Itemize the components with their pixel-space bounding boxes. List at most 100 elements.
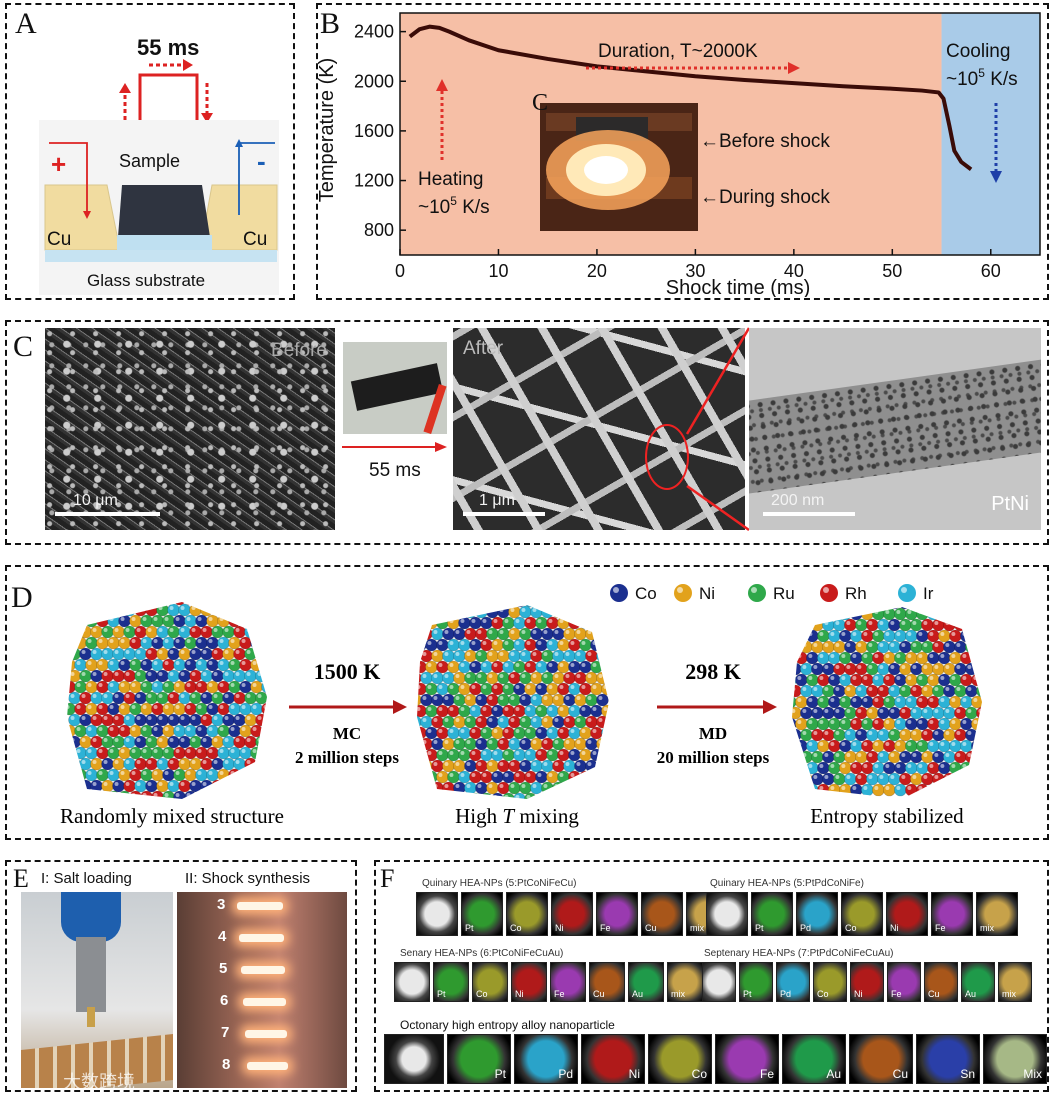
atom-highlight	[76, 639, 81, 643]
atom-highlight	[219, 749, 224, 753]
atom-highlight	[934, 621, 939, 625]
atom-highlight	[879, 753, 884, 757]
atom	[513, 748, 526, 762]
atom	[541, 715, 554, 729]
atom	[417, 704, 427, 718]
atom-highlight	[797, 764, 802, 768]
atom	[932, 618, 945, 632]
atom-highlight	[951, 720, 956, 724]
atom-highlight	[191, 650, 196, 654]
atom	[453, 781, 466, 795]
atom-highlight	[477, 630, 482, 634]
atom-highlight	[907, 610, 912, 614]
atom-highlight	[449, 641, 454, 645]
atom	[244, 625, 257, 639]
atom-highlight	[136, 782, 141, 786]
atom-highlight	[98, 661, 103, 665]
inset-label: C	[532, 90, 548, 116]
atom	[855, 684, 868, 698]
atom-highlight	[252, 639, 257, 643]
atom-highlight	[521, 608, 526, 612]
atom-highlight	[121, 595, 125, 599]
atom	[195, 768, 208, 782]
atom	[590, 638, 603, 652]
atom	[850, 761, 863, 775]
caption-randomly-mixed: Randomly mixed structure	[60, 804, 284, 828]
atom	[417, 671, 422, 685]
atom-highlight	[219, 683, 224, 687]
atom	[178, 779, 191, 793]
atom-highlight	[786, 742, 790, 746]
atom-highlight	[548, 663, 553, 667]
atom	[239, 614, 252, 628]
atom	[79, 669, 92, 683]
atom-highlight	[76, 661, 81, 665]
atom	[530, 781, 543, 795]
atom	[184, 614, 197, 628]
atom	[916, 607, 929, 621]
shock-bar	[245, 1030, 287, 1038]
atom	[107, 702, 120, 716]
atom-highlight	[802, 753, 807, 757]
atom-highlight	[131, 793, 136, 797]
atom	[151, 724, 164, 738]
element-map-ni: Ni	[581, 1034, 645, 1084]
atom	[916, 739, 929, 753]
atom-highlight	[526, 707, 531, 711]
atom	[822, 684, 835, 698]
atom-highlight	[224, 716, 229, 720]
atom	[134, 779, 147, 793]
atom-highlight	[493, 685, 498, 689]
atom-highlight	[912, 665, 917, 669]
atom	[905, 739, 918, 753]
atom	[894, 695, 907, 709]
atom	[905, 651, 918, 665]
atom	[195, 658, 208, 672]
cooling-region	[941, 13, 1040, 255]
atom	[222, 779, 235, 793]
atom-highlight	[537, 773, 542, 777]
atom	[872, 739, 885, 753]
legend-swatch	[820, 584, 838, 602]
atom	[96, 724, 109, 738]
atom	[513, 638, 526, 652]
atom	[486, 759, 499, 773]
atom	[910, 728, 923, 742]
panel-f-label: F	[380, 864, 395, 893]
atom	[67, 702, 76, 716]
atom-highlight	[460, 729, 465, 733]
atom-highlight	[581, 795, 586, 799]
temperature-curve	[408, 24, 973, 171]
atom	[817, 761, 830, 775]
shock-number: 6	[220, 992, 229, 1009]
atom	[795, 673, 808, 687]
atom-highlight	[208, 705, 213, 709]
atom	[189, 691, 202, 705]
atom-highlight	[962, 632, 967, 636]
atom	[74, 746, 87, 760]
atom-highlight	[962, 764, 967, 768]
atom-highlight	[863, 764, 868, 768]
atom	[828, 695, 841, 709]
atom	[184, 680, 197, 694]
atom-highlight	[158, 650, 163, 654]
atom-highlight	[235, 782, 240, 786]
atom-highlight	[488, 652, 493, 656]
atom	[800, 728, 813, 742]
atom	[101, 647, 114, 661]
atom-highlight	[967, 775, 972, 779]
atom-highlight	[252, 749, 257, 753]
atom	[552, 627, 565, 641]
atom-highlight	[521, 630, 526, 634]
atom	[261, 658, 267, 672]
atom-highlight	[147, 628, 152, 632]
atom	[960, 629, 973, 643]
atom-highlight	[114, 628, 119, 632]
atom	[250, 702, 263, 716]
atom-highlight	[230, 683, 235, 687]
atom	[888, 640, 901, 654]
atom	[508, 671, 521, 685]
atom-highlight	[67, 683, 70, 687]
atom	[563, 737, 576, 751]
atom	[601, 726, 609, 740]
